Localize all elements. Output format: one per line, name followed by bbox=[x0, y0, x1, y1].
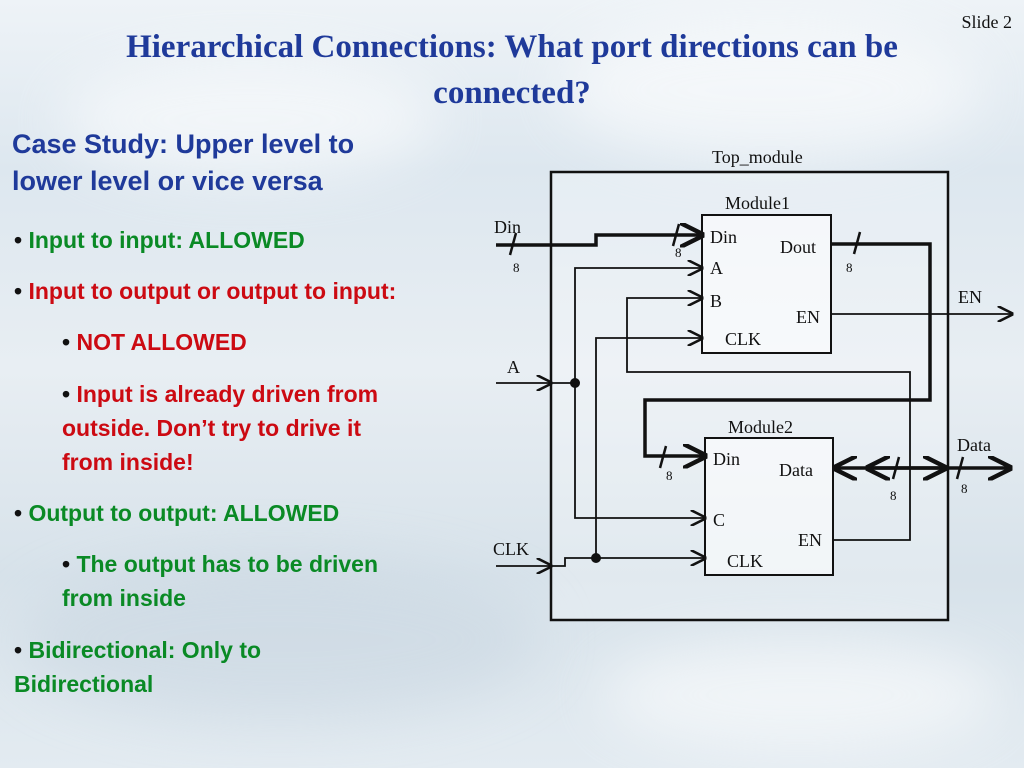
bullet-text: Input is already driven from bbox=[76, 381, 379, 407]
bullet-text: Output to output: ALLOWED bbox=[28, 500, 340, 526]
module1-port-b: B bbox=[710, 291, 722, 311]
bullet-text: Input to input: ALLOWED bbox=[28, 227, 305, 253]
module1-port-a: A bbox=[710, 258, 723, 278]
module2-port-din: Din bbox=[713, 449, 740, 469]
background-cloud bbox=[20, 560, 540, 720]
module2-port-clk: CLK bbox=[727, 551, 763, 571]
en2-to-b-wire bbox=[626, 298, 911, 541]
slide-title-line: Hierarchical Connections: What port dire… bbox=[126, 29, 898, 65]
dout-to-din-bus-wire bbox=[643, 242, 932, 456]
background-cloud bbox=[60, 60, 440, 180]
bullet-text: from inside! bbox=[62, 449, 194, 475]
slide-title-line: connected? bbox=[433, 75, 591, 111]
case-study-heading: Case Study: Upper level to lower level o… bbox=[12, 126, 472, 200]
module1-label: Module1 bbox=[725, 193, 790, 213]
bullet-text: NOT ALLOWED bbox=[76, 329, 247, 355]
din-bus-wire bbox=[496, 235, 702, 245]
junction-dot bbox=[570, 378, 580, 388]
bus-slash bbox=[852, 231, 862, 255]
case-study-heading-line: lower level or vice versa bbox=[12, 166, 323, 196]
bus-slash bbox=[955, 456, 965, 480]
external-din-label: Din bbox=[494, 217, 521, 237]
sub-bullet-input-driven: • Input is already driven from outside. … bbox=[62, 377, 482, 479]
module1-port-en: EN bbox=[796, 307, 820, 327]
bus-width-label: 8 bbox=[675, 245, 682, 260]
module2-box bbox=[704, 437, 834, 576]
a-to-module2-wire bbox=[574, 383, 705, 518]
background-cloud bbox=[560, 20, 980, 160]
bullet-text: outside. Don’t try to drive it bbox=[62, 415, 362, 441]
bullet-input-to-input: • Input to input: ALLOWED bbox=[14, 227, 305, 253]
bullet-bidirectional: • Bidirectional: Only to Bidirectional bbox=[14, 633, 474, 701]
module1-box bbox=[701, 214, 832, 354]
bus-width-label: 8 bbox=[890, 488, 897, 503]
module2-port-data: Data bbox=[779, 460, 813, 480]
background-cloud bbox=[600, 640, 1000, 750]
bus-width-label: 8 bbox=[513, 260, 520, 275]
clk-to-module2-wire bbox=[551, 558, 705, 567]
bullet-text: The output has to be driven bbox=[76, 551, 379, 577]
slide-number: Slide 2 bbox=[961, 12, 1012, 32]
bullet-text: Bidirectional: Only to bbox=[28, 637, 262, 663]
bullet-text: from inside bbox=[62, 585, 186, 611]
external-data-label: Data bbox=[957, 435, 991, 455]
top-module-label: Top_module bbox=[712, 147, 803, 167]
external-clk-label: CLK bbox=[493, 539, 529, 559]
junction-dot bbox=[591, 553, 601, 563]
bus-slash bbox=[671, 223, 681, 247]
bus-width-label: 8 bbox=[846, 260, 853, 275]
sub-bullet-output-driven: • The output has to be driven from insid… bbox=[62, 547, 482, 615]
slide-title: Hierarchical Connections: What port dire… bbox=[20, 24, 1004, 116]
bus-slash bbox=[891, 456, 901, 480]
clk-to-module1-wire bbox=[595, 338, 702, 558]
module2-label: Module2 bbox=[728, 417, 793, 437]
bullet-text: Bidirectional bbox=[14, 671, 154, 697]
a-to-module1-wire bbox=[574, 268, 702, 383]
module1-port-dout: Dout bbox=[780, 237, 816, 257]
case-study-heading-line: Case Study: Upper level to bbox=[12, 129, 355, 159]
external-en-label: EN bbox=[958, 287, 982, 307]
bus-slash bbox=[508, 232, 518, 256]
bullet-output-to-output: • Output to output: ALLOWED bbox=[14, 500, 340, 526]
sub-bullet-not-allowed: • NOT ALLOWED bbox=[62, 329, 247, 355]
bus-slash bbox=[658, 445, 668, 469]
bus-width-label: 8 bbox=[961, 481, 968, 496]
bus-width-label: 8 bbox=[666, 468, 673, 483]
module2-port-c: C bbox=[713, 510, 725, 530]
module1-port-din: Din bbox=[710, 227, 737, 247]
module1-port-clk: CLK bbox=[725, 329, 761, 349]
bullet-input-to-output: • Input to output or output to input: bbox=[14, 278, 397, 304]
bullet-text: Input to output or output to input: bbox=[28, 278, 397, 304]
module2-port-en: EN bbox=[798, 530, 822, 550]
external-a-label: A bbox=[507, 357, 520, 377]
